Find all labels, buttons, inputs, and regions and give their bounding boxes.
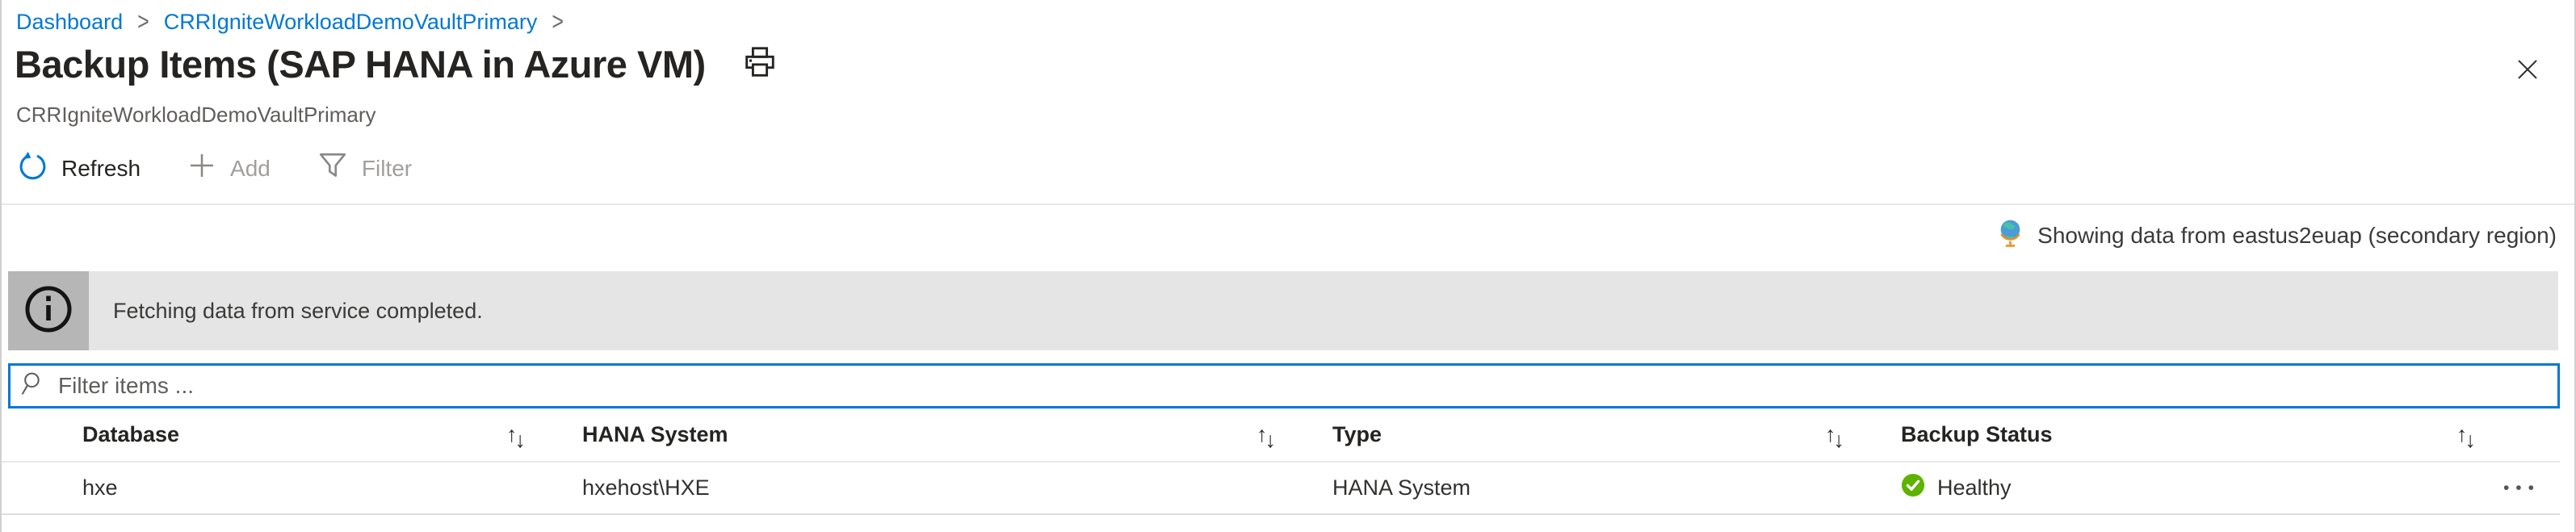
info-icon: [23, 283, 74, 339]
healthy-status-icon: [1901, 473, 1925, 503]
printer-icon: [741, 44, 778, 84]
breadcrumb-link-dashboard[interactable]: Dashboard: [16, 10, 124, 34]
print-button[interactable]: [741, 44, 778, 84]
column-label: HANA System: [582, 422, 728, 446]
status-label: Healthy: [1937, 475, 2012, 500]
filter-label: Filter: [361, 155, 413, 181]
table-row[interactable]: hxe hxehost\HXE HANA System Healthy •••: [2, 463, 2560, 515]
close-button[interactable]: [2515, 57, 2540, 85]
sort-icon[interactable]: ↑↓: [1257, 422, 1276, 452]
info-banner-text: Fetching data from service completed.: [113, 298, 483, 323]
info-banner: Fetching data from service completed.: [8, 271, 2558, 350]
page-header: Backup Items (SAP HANA in Azure VM): [15, 42, 778, 86]
cell-database: hxe: [82, 475, 118, 500]
column-header-backup-status[interactable]: Backup Status ↑↓: [1901, 422, 2560, 452]
sort-icon[interactable]: ↑↓: [506, 422, 526, 452]
region-status: Showing data from eastus2euap (secondary…: [1996, 218, 2557, 253]
toolbar-divider: [2, 203, 2574, 205]
refresh-icon: [18, 151, 48, 186]
sort-icon[interactable]: ↑↓: [2456, 422, 2476, 452]
breadcrumb-separator-icon: >: [137, 7, 149, 36]
close-icon: [2515, 57, 2540, 85]
column-label: Database: [82, 422, 180, 446]
column-label: Backup Status: [1901, 422, 2053, 446]
filter-items-input[interactable]: [57, 372, 2548, 400]
add-label: Add: [230, 155, 271, 181]
breadcrumb-separator-icon: >: [552, 7, 564, 36]
globe-icon: [1996, 218, 2026, 253]
plus-icon: [187, 151, 216, 186]
cell-backup-status: Healthy •••: [1901, 473, 2560, 503]
funnel-icon: [317, 150, 348, 186]
column-header-hana-system[interactable]: HANA System ↑↓: [582, 422, 1332, 452]
table-header-row: Database ↑↓ HANA System ↑↓ Type ↑↓ Backu…: [2, 408, 2560, 463]
cell-hana-system: hxehost\HXE: [582, 475, 710, 500]
add-button[interactable]: Add: [187, 151, 271, 186]
region-status-text: Showing data from eastus2euap (secondary…: [2037, 223, 2557, 248]
column-header-type[interactable]: Type ↑↓: [1332, 422, 1901, 452]
info-icon-box: [8, 271, 89, 350]
sort-icon[interactable]: ↑↓: [1825, 422, 1844, 452]
column-header-database[interactable]: Database ↑↓: [82, 422, 582, 452]
backup-items-table: Database ↑↓ HANA System ↑↓ Type ↑↓ Backu…: [2, 408, 2560, 515]
breadcrumb: Dashboard > CRRIgniteWorkloadDemoVaultPr…: [16, 7, 564, 36]
row-more-button[interactable]: •••: [2503, 478, 2540, 497]
filter-button[interactable]: Filter: [317, 150, 412, 186]
column-label: Type: [1332, 422, 1382, 446]
page-title: Backup Items (SAP HANA in Azure VM): [15, 43, 706, 86]
filter-items-box: [8, 363, 2560, 408]
breadcrumb-link-vault[interactable]: CRRIgniteWorkloadDemoVaultPrimary: [163, 10, 538, 34]
search-icon: [20, 371, 47, 401]
refresh-button[interactable]: Refresh: [18, 151, 141, 186]
refresh-label: Refresh: [61, 155, 141, 181]
cell-type: HANA System: [1332, 475, 1471, 500]
page-subtitle: CRRIgniteWorkloadDemoVaultPrimary: [16, 103, 376, 127]
toolbar: Refresh Add Filter: [18, 150, 412, 186]
